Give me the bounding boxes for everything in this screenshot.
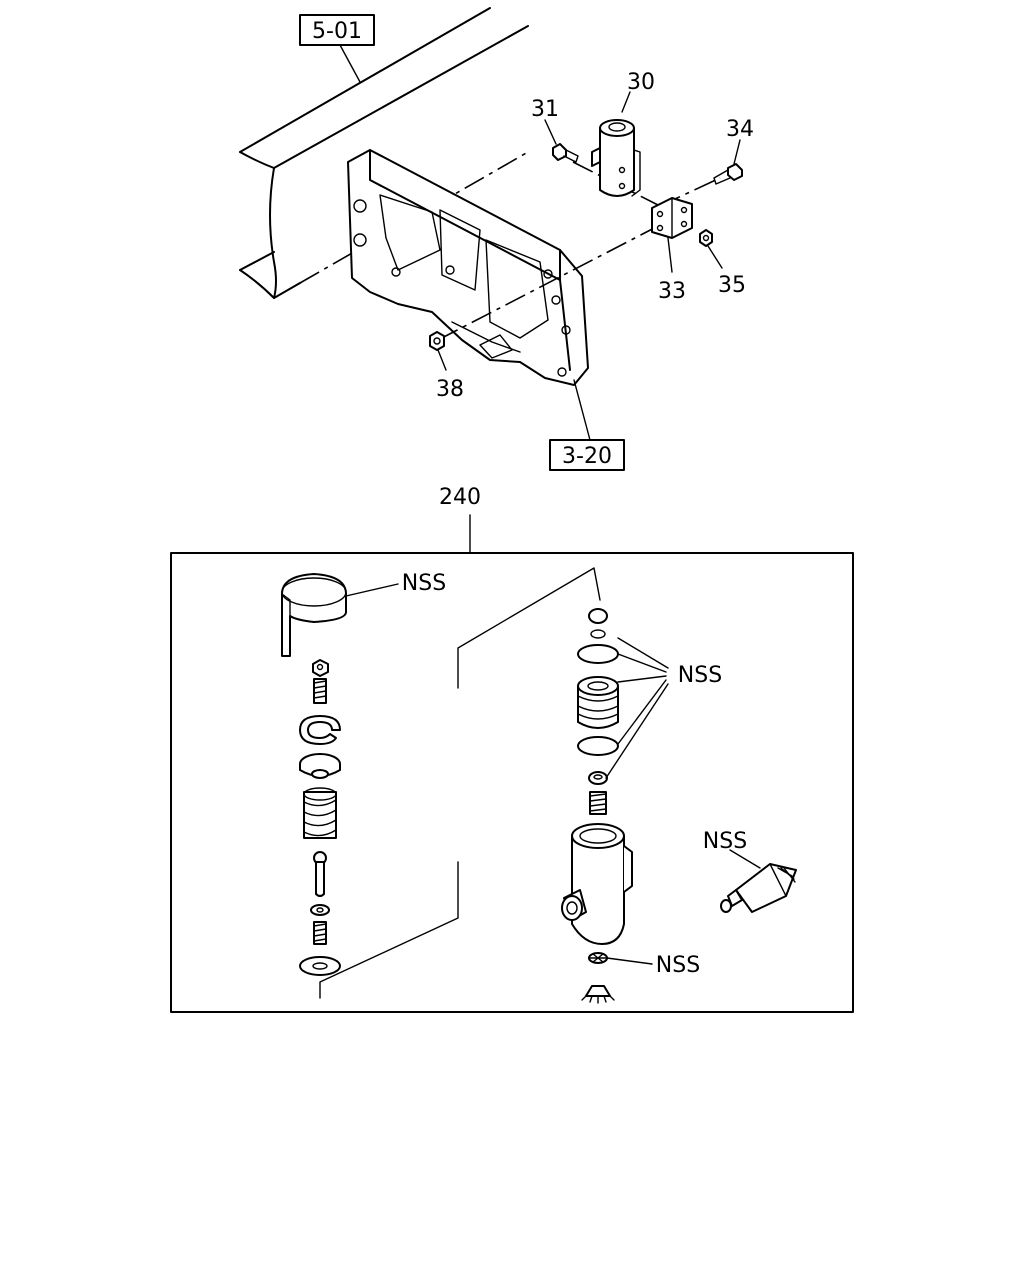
nss-label-seal-tape: NSS [402, 571, 446, 596]
seal-tape-roll [281, 573, 347, 657]
grease-tube-leader [729, 849, 761, 869]
part-34-bolt: 34 [713, 117, 754, 185]
small-nut [312, 659, 329, 677]
label-35: 35 [718, 273, 746, 298]
label-240: 240 [439, 485, 481, 510]
nss-label-grease-tube: NSS [703, 829, 747, 854]
kit-240: 240 NSS [170, 485, 854, 1013]
mounting-plate [347, 149, 589, 386]
o-ring-lower [577, 736, 619, 756]
ref-box-5-01: 5-01 [299, 14, 375, 83]
part-35-nut: 35 [699, 229, 746, 298]
small-spring-lower [313, 921, 327, 945]
pin [313, 851, 327, 897]
small-washer [310, 904, 330, 916]
filter-leader [606, 957, 653, 965]
part-31-bolt: 31 [531, 97, 579, 163]
label-38: 38 [436, 377, 464, 402]
column-link-top [457, 567, 601, 689]
kit-box [170, 552, 854, 1013]
part-38-nut: 38 [429, 331, 464, 402]
o-ring-upper [577, 644, 619, 664]
column-link-bottom [319, 861, 459, 999]
valve-seat [588, 771, 608, 785]
ref-box-3-20: 3-20 [549, 379, 625, 471]
seal-kit-leaders [605, 637, 669, 779]
ref-label-5-01: 5-01 [312, 19, 362, 44]
flat-washer [299, 956, 341, 976]
small-spring-upper [313, 678, 327, 704]
label-30: 30 [627, 70, 655, 95]
assembly-axis [437, 224, 661, 341]
snap-ring [299, 715, 341, 745]
spring-right [589, 791, 607, 815]
part-30-valve: 30 [591, 70, 655, 197]
cap [588, 608, 608, 624]
spring-seat [299, 753, 341, 779]
valve-body [561, 823, 633, 945]
exhaust-cover [581, 985, 615, 1004]
label-33: 33 [658, 279, 686, 304]
small-o-ring [590, 629, 606, 639]
filter-element [588, 952, 608, 964]
seal-tape-leader [345, 583, 399, 597]
label-34: 34 [726, 117, 754, 142]
piston [577, 676, 619, 729]
large-spring [303, 787, 337, 839]
part-33-bracket: 33 [651, 197, 693, 304]
label-31: 31 [531, 97, 559, 122]
nss-label-filter: NSS [656, 953, 700, 978]
ref-label-3-20: 3-20 [562, 444, 612, 469]
nss-label-seal-kit: NSS [678, 663, 722, 688]
grease-tube [720, 863, 797, 913]
